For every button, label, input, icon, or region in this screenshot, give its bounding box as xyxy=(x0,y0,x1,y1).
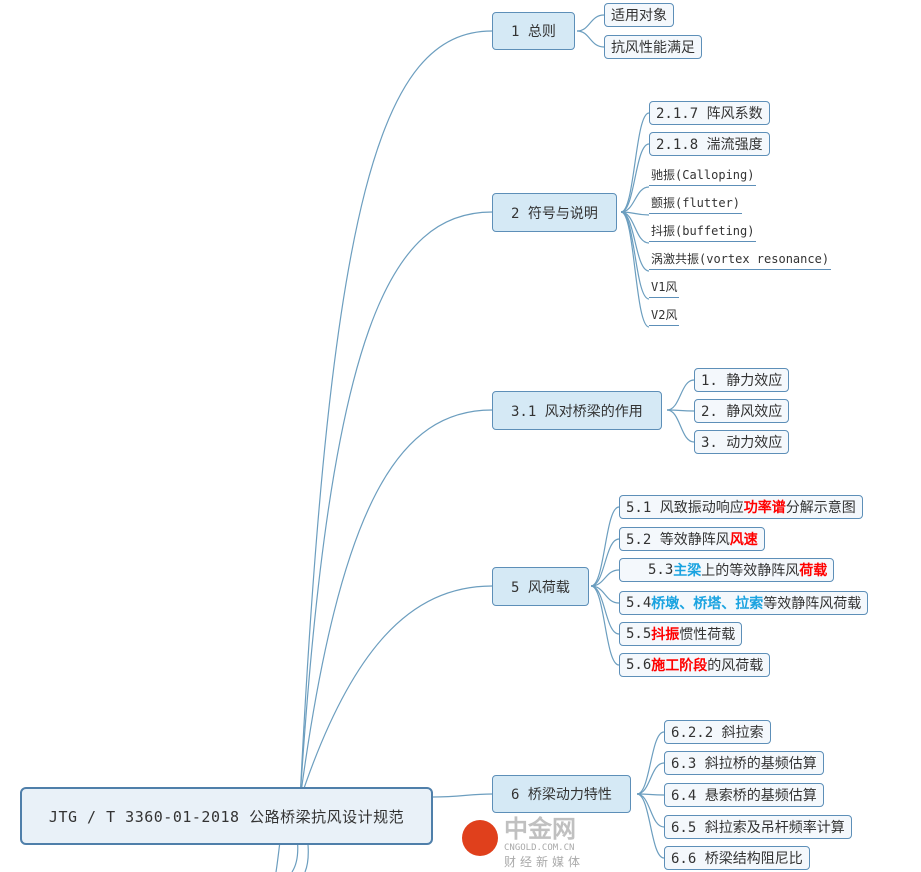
connector xyxy=(636,762,665,795)
node-dynamic[interactable]: 3. 动力效应 xyxy=(694,430,790,454)
node-v1[interactable]: V1风 xyxy=(649,276,680,298)
connector xyxy=(620,143,650,213)
branch-wind-load[interactable]: 5 风荷载 xyxy=(492,567,589,606)
node-galloping[interactable]: 驰振(Calloping) xyxy=(649,164,757,186)
node-5-4[interactable]: 5.4 桥墩、桥塔、拉索等效静阵风荷载 xyxy=(619,591,869,615)
node-5-6[interactable]: 5.6 施工阶段的风荷载 xyxy=(619,653,771,677)
branch-symbols[interactable]: 2 符号与说明 xyxy=(492,193,617,232)
connector xyxy=(636,793,665,859)
branch-wind-action[interactable]: 3.1 风对桥梁的作用 xyxy=(492,391,662,430)
node-5-5[interactable]: 5.5 抖振惯性荷载 xyxy=(619,622,743,646)
t: 5.2 等效静阵风 xyxy=(626,532,730,548)
t: 抖振 xyxy=(651,627,680,643)
node-flutter[interactable]: 颤振(flutter) xyxy=(649,192,743,214)
node-5-1[interactable]: 5.1 风致振动响应功率谱分解示意图 xyxy=(619,495,863,519)
node-5-2[interactable]: 5.2 等效静阵风风速 xyxy=(619,527,765,551)
connector xyxy=(620,211,650,300)
node-buffeting[interactable]: 抖振(buffeting) xyxy=(649,220,757,242)
t: 5.4 xyxy=(626,595,652,611)
t: 桥墩、桥塔、拉索 xyxy=(651,596,764,612)
branch-dynamics[interactable]: 6 桥梁动力特性 xyxy=(492,775,631,813)
t: 惯性荷载 xyxy=(679,627,736,643)
node-6-6[interactable]: 6.6 桥梁结构阻尼比 xyxy=(664,846,810,870)
watermark-tagline: 财经新媒体 xyxy=(504,855,585,869)
t: 荷载 xyxy=(799,563,828,579)
t: 5.3 xyxy=(648,562,674,578)
connector xyxy=(636,731,665,795)
t: 分解示意图 xyxy=(785,500,856,516)
connector xyxy=(620,211,650,328)
node-gust-factor[interactable]: 2.1.7 阵风系数 xyxy=(649,101,770,125)
node-vortex[interactable]: 涡激共振(vortex resonance) xyxy=(649,248,832,270)
connector xyxy=(590,569,620,587)
t: 主梁 xyxy=(673,563,702,579)
connector xyxy=(620,112,650,213)
connector xyxy=(666,409,695,443)
t: 施工阶段 xyxy=(651,658,708,674)
node-scope[interactable]: 适用对象 xyxy=(604,3,674,27)
t: 等效静阵风荷载 xyxy=(763,596,862,612)
node-6-4[interactable]: 6.4 悬索桥的基频估算 xyxy=(664,783,824,807)
connector xyxy=(666,379,695,411)
connector xyxy=(590,538,620,587)
node-static-force[interactable]: 1. 静力效应 xyxy=(694,368,790,392)
t: 风速 xyxy=(729,532,758,548)
node-6-5[interactable]: 6.5 斜拉索及吊杆频率计算 xyxy=(664,815,852,839)
t: 上的等效静阵风 xyxy=(701,563,800,579)
node-static-wind[interactable]: 2. 静风效应 xyxy=(694,399,790,423)
watermark-logo: 中金网 CNGOLD.COM.CN 财经新媒体 xyxy=(462,816,642,872)
node-5-3[interactable]: 5.3 主梁上的等效静阵风荷载 xyxy=(619,558,835,582)
root-node[interactable]: JTG / T 3360-01-2018 公路桥梁抗风设计规范 xyxy=(20,787,433,845)
node-v2[interactable]: V2风 xyxy=(649,304,680,326)
t: 5.5 xyxy=(626,626,652,642)
watermark-url: CNGOLD.COM.CN xyxy=(504,843,575,853)
connector xyxy=(620,186,650,213)
node-performance[interactable]: 抗风性能满足 xyxy=(604,35,702,59)
watermark-name: 中金网 xyxy=(504,815,576,843)
cloud-logo-icon xyxy=(462,820,498,856)
branch-general[interactable]: 1 总则 xyxy=(492,12,575,50)
t: 功率谱 xyxy=(743,500,786,516)
node-6-3[interactable]: 6.3 斜拉桥的基频估算 xyxy=(664,751,824,775)
t: 5.6 xyxy=(626,657,652,673)
connector xyxy=(590,585,620,666)
t: 的风荷载 xyxy=(707,658,764,674)
connector xyxy=(590,506,620,587)
t: 5.1 风致振动响应 xyxy=(626,500,744,516)
node-turbulence[interactable]: 2.1.8 湍流强度 xyxy=(649,132,770,156)
node-6-2-2[interactable]: 6.2.2 斜拉索 xyxy=(664,720,771,744)
